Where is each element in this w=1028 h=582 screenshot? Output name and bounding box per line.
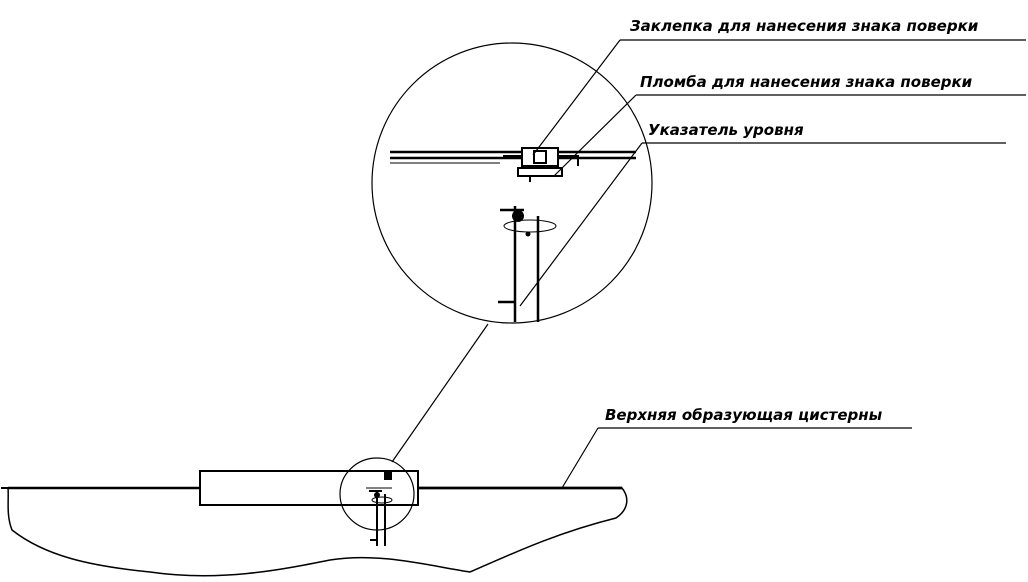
- detail-rivet-assembly: [503, 147, 579, 182]
- pointer-swivel-ellipse: [503, 219, 557, 233]
- label-rivet: Заклепка для нанесения знака поверки: [630, 17, 979, 35]
- leader-tank-top: [561, 427, 599, 489]
- magnification-connector: [391, 323, 489, 463]
- leader-seal: [553, 94, 637, 177]
- small-rivet: [384, 470, 392, 480]
- detail-magnified-view: [371, 39, 653, 324]
- leader-rivet: [532, 39, 621, 156]
- detail-circle: [371, 42, 653, 324]
- seal-plate: [517, 167, 563, 177]
- tank-outline: [7, 487, 628, 577]
- rivet-bracket-arms: [503, 155, 579, 166]
- detail-level-pointer: [498, 206, 557, 322]
- leader-level-pointer: [519, 142, 643, 307]
- pointer-knob: [512, 210, 524, 222]
- label-level-pointer: Указатель уровня: [648, 121, 804, 139]
- label-tank-top: Верхняя образующая цистерны: [605, 406, 883, 424]
- small-level-pointer: [366, 470, 393, 546]
- pointer-pivot: [525, 231, 531, 237]
- rivet-head: [533, 150, 547, 164]
- tank-section: [1, 427, 628, 577]
- label-seal: Пломба для нанесения знака поверки: [640, 73, 973, 91]
